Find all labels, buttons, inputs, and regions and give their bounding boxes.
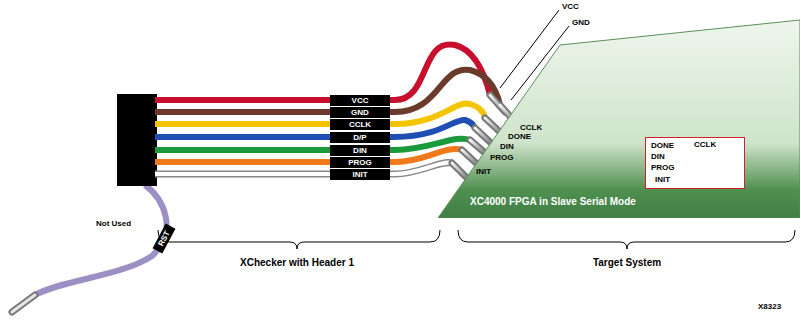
wire-pin — [485, 118, 500, 132]
init-wire-edge — [155, 163, 452, 174]
bracket — [158, 230, 440, 249]
wire-pin — [470, 140, 484, 152]
wire-pin — [452, 163, 466, 177]
board-shape — [438, 18, 800, 218]
din-wire — [155, 139, 470, 150]
bracket-label: XChecker with Header 1 — [240, 257, 354, 269]
fpga-chip-box: DONE CCLK DINPROG INIT — [645, 137, 745, 189]
fpga-board: XC4000 FPGA in Slave Serial ModeDONECCLK… — [438, 18, 800, 218]
rst-pin — [12, 295, 35, 312]
rst-pin-shine — [12, 295, 35, 312]
board-signal: INIT — [476, 167, 491, 177]
board-signal: CCLK — [520, 123, 542, 133]
figure-number: X8323 — [758, 302, 781, 312]
wire-pin-shine — [475, 128, 490, 142]
board-signal: PROG — [490, 153, 514, 163]
gnd-wire — [155, 70, 500, 112]
pin-name: DIN — [651, 152, 665, 162]
wire-pin-shine — [452, 163, 466, 177]
board-outline — [438, 20, 800, 218]
board-signal: DONE — [508, 132, 531, 142]
wire-tab: PROG — [330, 157, 390, 168]
wire-tab: VCC — [330, 95, 390, 106]
pin-name: PROG — [651, 163, 675, 173]
pin-name: CCLK — [694, 140, 716, 150]
board-title: XC4000 FPGA in Slave Serial Mode — [470, 196, 636, 208]
bracket-label: Target System — [593, 257, 661, 269]
wire-pin-shine — [485, 118, 500, 132]
wire-tab: RST — [153, 223, 176, 253]
init-wire — [155, 163, 452, 174]
callout-label: VCC — [562, 2, 579, 12]
dp-wire — [155, 120, 475, 137]
rst-wire — [35, 185, 167, 295]
cclk-wire — [155, 104, 485, 124]
pin-name: INIT — [655, 175, 670, 185]
bracket — [458, 230, 795, 249]
prog-wire — [155, 149, 462, 162]
wire-pin-shine — [470, 140, 484, 152]
wire-tab: DIN — [330, 145, 390, 156]
board-signal: DIN — [500, 142, 514, 152]
wire-tab: INIT — [330, 169, 390, 180]
wire-tab: GND — [330, 107, 390, 118]
wires — [155, 44, 500, 174]
wire-pin-shine — [462, 150, 476, 163]
wire-pin — [475, 128, 490, 142]
wire-tab: CCLK — [330, 119, 390, 130]
callout-label: GND — [572, 18, 590, 28]
wire-tab: D/P — [330, 132, 390, 143]
note: Not Used — [96, 219, 131, 229]
wire-pin — [462, 150, 476, 163]
pin-name: DONE — [651, 141, 674, 151]
connector-block — [117, 94, 157, 186]
